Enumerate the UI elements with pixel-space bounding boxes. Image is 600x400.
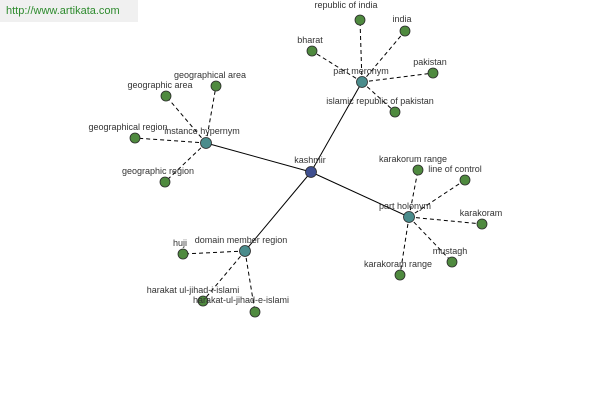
node-karakoram-range[interactable] (394, 269, 406, 281)
edge-domain-member-region-to-harakat-ul-jihad-e-islami (244, 250, 256, 313)
watermark-url: http://www.artikata.com (0, 0, 138, 22)
edge-part-holonym-to-mustagh (408, 216, 453, 263)
edge-instance-hypernym-to-geographical-area (205, 85, 217, 144)
label-part-holonym[interactable]: part holonym (379, 201, 431, 211)
edge-domain-member-region-to-huji (182, 250, 246, 255)
label-india[interactable]: india (392, 14, 411, 24)
label-pakistan[interactable]: pakistan (413, 57, 447, 67)
node-kashmir[interactable] (305, 166, 317, 178)
edge-part-holonym-to-line-of-control (408, 179, 466, 218)
label-karakorum-range[interactable]: karakorum range (379, 154, 447, 164)
label-line-of-control[interactable]: line of control (428, 164, 482, 174)
label-islamic-republic-of-pakistan[interactable]: islamic republic of pakistan (326, 96, 434, 106)
node-pakistan[interactable] (427, 67, 439, 79)
node-islamic-republic-of-pakistan[interactable] (389, 106, 401, 118)
edge-part-meronym-to-bharat (311, 50, 363, 83)
node-karakorum-range[interactable] (412, 164, 424, 176)
label-republic-of-india[interactable]: republic of india (314, 0, 377, 10)
node-karakoram[interactable] (476, 218, 488, 230)
label-kashmir[interactable]: kashmir (294, 155, 326, 165)
edge-part-meronym-to-republic-of-india (359, 19, 363, 83)
edge-instance-hypernym-to-geographical-region (134, 137, 207, 144)
label-karakoram[interactable]: karakoram (460, 208, 503, 218)
nodes-layer (129, 14, 488, 318)
node-republic-of-india[interactable] (354, 14, 366, 26)
node-harakat-ul-jihad-i-islami[interactable] (197, 295, 209, 307)
edge-instance-hypernym-to-geographic-region (164, 142, 207, 183)
node-india[interactable] (399, 25, 411, 37)
edge-kashmir-to-part-meronym (310, 81, 363, 173)
edge-instance-hypernym-to-geographic-area (165, 95, 207, 144)
label-huji[interactable]: huji (173, 238, 187, 248)
label-geographic-area[interactable]: geographic area (127, 80, 192, 90)
node-geographical-area[interactable] (210, 80, 222, 92)
labels-layer: kashmir part meronym instance hypernym part… (88, 0, 502, 305)
node-domain-member-region[interactable] (239, 245, 251, 257)
node-part-holonym[interactable] (403, 211, 415, 223)
label-instance-hypernym[interactable]: instance hypernym (164, 126, 240, 136)
edge-part-holonym-to-karakorum-range (408, 169, 419, 218)
edge-part-holonym-to-karakoram-range (399, 216, 410, 276)
label-harakat-ul-jihad-e-islami[interactable]: harakat-ul-jihad-e-islami (193, 295, 289, 305)
label-karakoram-range[interactable]: karakoram range (364, 259, 432, 269)
edge-domain-member-region-to-harakat-ul-jihad-i-islami (202, 250, 246, 302)
node-geographical-region[interactable] (129, 132, 141, 144)
edge-kashmir-to-instance-hypernym (205, 142, 312, 173)
label-geographical-area[interactable]: geographical area (174, 70, 246, 80)
label-part-meronym[interactable]: part meronym (333, 66, 389, 76)
node-mustagh[interactable] (446, 256, 458, 268)
edge-part-holonym-to-karakoram (408, 216, 483, 225)
node-geographic-region[interactable] (159, 176, 171, 188)
node-geographic-area[interactable] (160, 90, 172, 102)
label-domain-member-region[interactable]: domain member region (195, 235, 288, 245)
edge-part-meronym-to-pakistan (361, 72, 434, 83)
label-geographic-region[interactable]: geographic region (122, 166, 194, 176)
edge-kashmir-to-part-holonym (310, 171, 410, 218)
label-geographical-region[interactable]: geographical region (88, 122, 167, 132)
edge-kashmir-to-domain-member-region (244, 171, 312, 252)
label-harakat-ul-jihad-i-islami[interactable]: harakat ul-jihad-i-islami (147, 285, 240, 295)
node-part-meronym[interactable] (356, 76, 368, 88)
label-bharat[interactable]: bharat (297, 35, 323, 45)
node-huji[interactable] (177, 248, 189, 260)
node-bharat[interactable] (306, 45, 318, 57)
label-mustagh[interactable]: mustagh (433, 246, 468, 256)
node-instance-hypernym[interactable] (200, 137, 212, 149)
node-harakat-ul-jihad-e-islami[interactable] (249, 306, 261, 318)
node-line-of-control[interactable] (459, 174, 471, 186)
edge-part-meronym-to-islamic-republic-of-pakistan (361, 81, 396, 113)
edges-layer (134, 19, 483, 313)
